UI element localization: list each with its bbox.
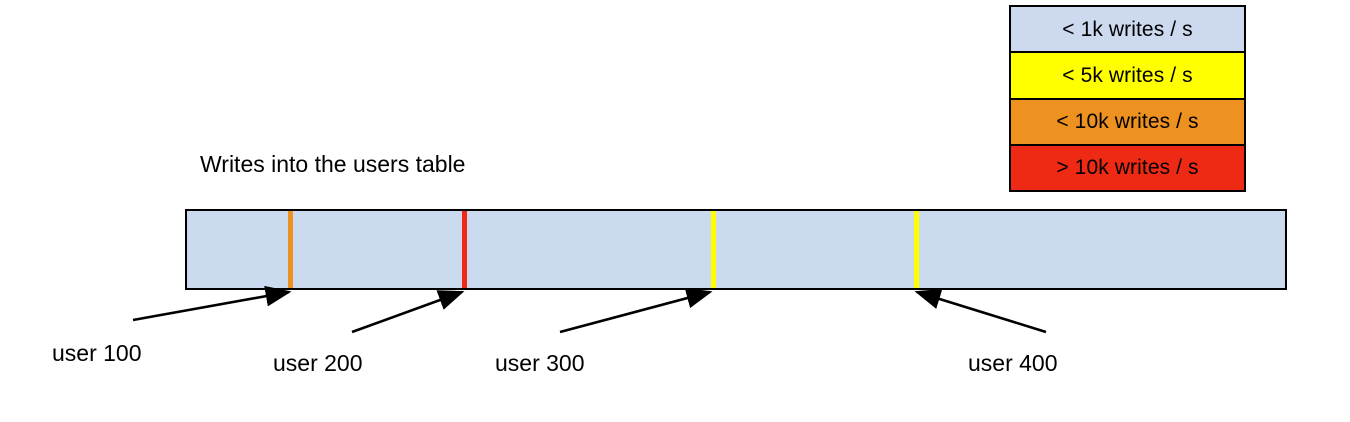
leader-arrow-user-400	[914, 288, 1047, 334]
label-user-200: user 200	[273, 350, 363, 376]
legend-item-under-10k: < 10k writes / s	[1011, 99, 1244, 146]
legend-item-label: > 10k writes / s	[1056, 156, 1199, 180]
legend-item-under-5k: < 5k writes / s	[1011, 53, 1244, 100]
legend: < 1k writes / s < 5k writes / s < 10k wr…	[1009, 5, 1246, 192]
users-table-bar	[185, 209, 1287, 290]
leader-arrow-user-200	[351, 290, 465, 334]
legend-item-label: < 1k writes / s	[1062, 17, 1193, 41]
label-user-400: user 400	[968, 350, 1058, 376]
marker-stripe-user-100	[288, 211, 293, 288]
label-user-100: user 100	[52, 340, 142, 366]
legend-item-label: < 10k writes / s	[1056, 110, 1199, 134]
leader-arrow-user-300	[559, 287, 713, 334]
marker-stripe-user-200	[462, 211, 467, 288]
chart-title: Writes into the users table	[200, 151, 466, 177]
label-user-300: user 300	[495, 350, 585, 376]
leader-arrow-user-100	[132, 285, 292, 322]
marker-stripe-user-300	[711, 211, 716, 288]
marker-stripe-user-400	[914, 211, 919, 288]
legend-item-over-10k: > 10k writes / s	[1011, 145, 1244, 190]
legend-item-label: < 5k writes / s	[1062, 63, 1193, 87]
legend-item-under-1k: < 1k writes / s	[1011, 7, 1244, 54]
